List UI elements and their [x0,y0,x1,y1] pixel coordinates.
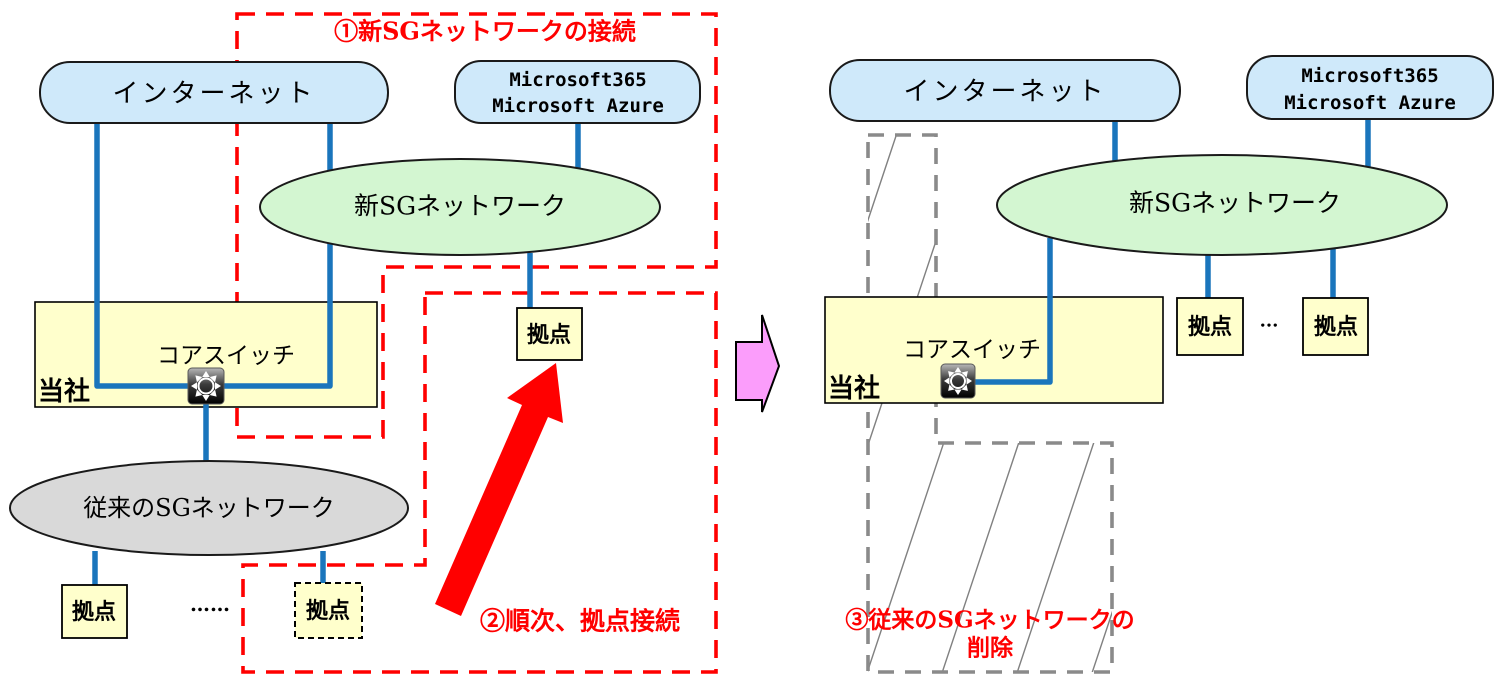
core-switch-label-right: コアスイッチ [903,337,1041,363]
internet-node-right [829,59,1181,122]
microsoft-cloud-label-line1: Microsoft365 [509,69,646,91]
transition-arrow [735,314,781,413]
step3-label-line1: ③従来のSGネットワークの [845,607,1134,634]
step1-annotation-box [235,12,718,439]
microsoft-cloud-node-right [1246,55,1494,120]
switch-arrows [191,371,221,401]
site-box-1-right [1176,297,1244,356]
site-box-1-label: 拠点 [72,599,116,625]
internet-label-right: インターネット [903,77,1106,107]
core-switch-icon-right [940,363,976,399]
connector-internet-coreswitch [94,121,191,389]
company-box-right [824,296,1164,404]
core-switch-label: コアスイッチ [157,343,295,369]
new-sg-network-label: 新SGネットワーク [354,192,566,221]
step3-label-line2: 削除 [967,635,1014,662]
left-diagram: インターネット Microsoft365 Microsoft Azure 新SG… [9,17,701,639]
microsoft-cloud-label-line2-right: Microsoft Azure [1284,92,1456,114]
microsoft-cloud-node [454,60,701,124]
site-box-2-label: 拠点 [306,598,350,624]
internet-node [39,61,389,124]
legacy-sg-network-node [9,460,409,556]
new-sg-network-label-right: 新SGネットワーク [1129,189,1341,218]
site-migration-arrow [435,363,563,616]
microsoft-cloud-label-line1-right: Microsoft365 [1301,65,1438,87]
new-sg-network-node [259,158,661,256]
company-label: 当社 [38,376,90,407]
site-box-1 [61,584,128,639]
site-box-1-label-right: 拠点 [1188,314,1232,340]
site-box-2-dashed [294,582,363,639]
step2-annotation-box [241,291,718,674]
right-diagram: インターネット Microsoft365 Microsoft Azure 新SG… [828,55,1494,662]
switch-arrows-right [944,367,972,395]
site-box-2-right [1302,297,1369,356]
site-box-new [516,307,583,361]
connector-newsg-coreswitch-right [975,238,1053,385]
site-box-new-label: 拠点 [527,322,571,348]
step1-label: ①新SGネットワークの接続 [334,17,636,46]
site-box-2-label-right: 拠点 [1314,314,1358,340]
sites-ellipsis: …… [190,592,230,616]
internet-label: インターネット [112,79,315,109]
core-switch-icon [187,367,225,405]
company-label-right: 当社 [828,373,880,404]
new-sg-network-node-right [996,154,1448,256]
deleted-region-border [866,133,1114,674]
step2-label: ②順次、拠点接続 [480,607,680,636]
sites-ellipsis-right: ... [1260,311,1279,332]
legacy-sg-network-label: 従来のSGネットワーク [83,494,335,522]
microsoft-cloud-label-line2: Microsoft Azure [492,95,664,117]
